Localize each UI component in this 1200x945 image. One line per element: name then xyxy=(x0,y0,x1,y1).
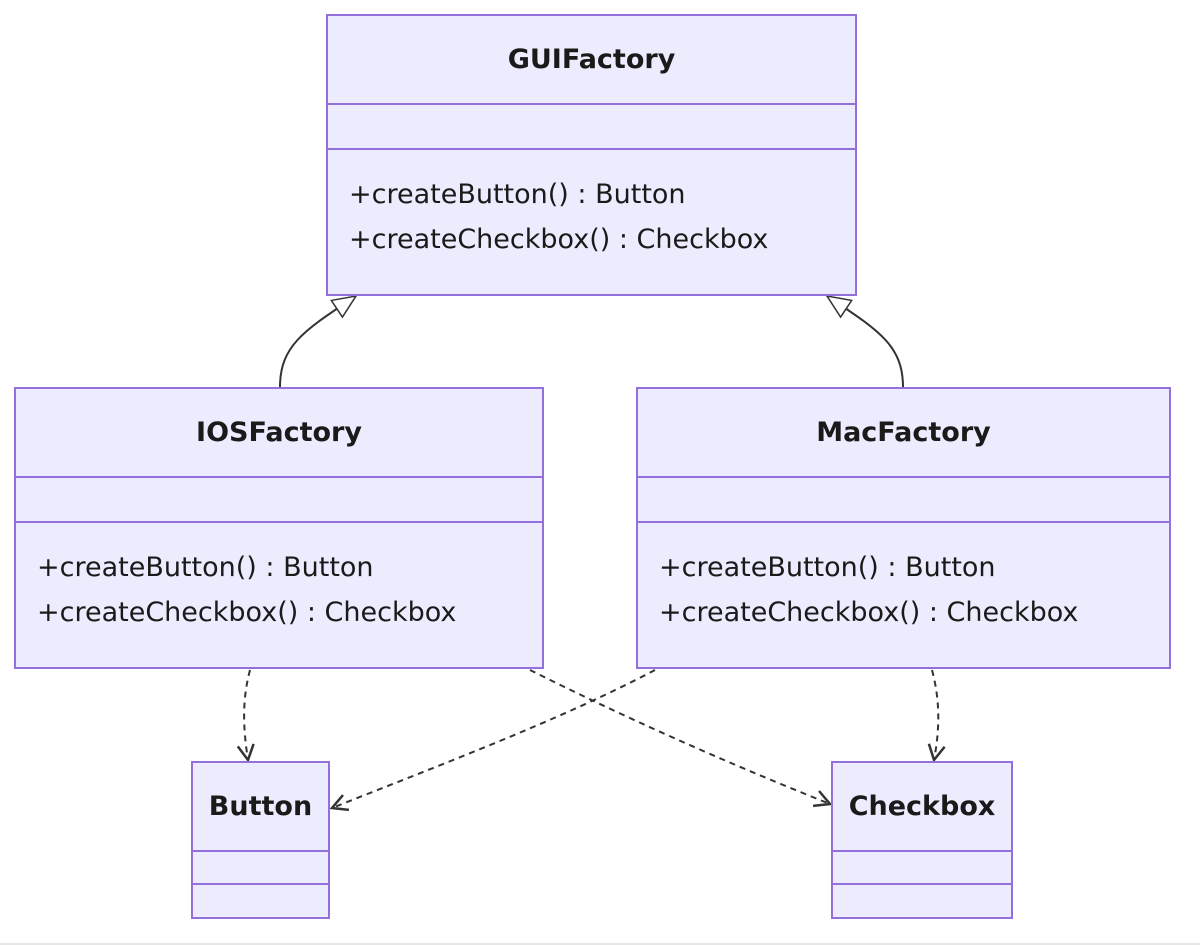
class-guifactory[interactable]: GUIFactory +createButton() : Button +cre… xyxy=(326,14,857,296)
class-name: Button xyxy=(193,763,328,852)
edge-iosfactory-depends-button xyxy=(236,669,255,763)
class-name: GUIFactory xyxy=(328,16,855,105)
class-name: Checkbox xyxy=(833,763,1011,852)
edge-macfactory-depends-checkbox xyxy=(927,669,946,763)
method: +createButton() : Button xyxy=(659,552,996,583)
class-attributes xyxy=(193,852,328,885)
class-attributes xyxy=(16,478,542,523)
class-methods: +createButton() : Button +createCheckbox… xyxy=(328,150,855,262)
class-name: IOSFactory xyxy=(16,389,542,478)
method: +createButton() : Button xyxy=(349,179,686,210)
class-iosfactory[interactable]: IOSFactory +createButton() : Button +cre… xyxy=(14,387,544,669)
bottom-divider xyxy=(0,943,1200,945)
class-methods xyxy=(193,885,328,917)
method: +createCheckbox() : Checkbox xyxy=(659,597,1079,628)
class-checkbox[interactable]: Checkbox xyxy=(831,761,1013,919)
class-methods xyxy=(833,885,1011,917)
class-button[interactable]: Button xyxy=(191,761,330,919)
edge-macfactory-depends-button xyxy=(329,669,656,812)
class-methods: +createButton() : Button +createCheckbox… xyxy=(16,523,542,635)
class-attributes xyxy=(833,852,1011,885)
class-methods: +createButton() : Button +createCheckbox… xyxy=(638,523,1169,635)
edge-iosfactory-inherits-guifactory xyxy=(279,296,356,388)
class-attributes xyxy=(328,105,855,150)
method: +createButton() : Button xyxy=(37,552,374,583)
method: +createCheckbox() : Checkbox xyxy=(349,224,769,255)
class-attributes xyxy=(638,478,1169,523)
edge-iosfactory-depends-checkbox xyxy=(529,669,833,808)
method: +createCheckbox() : Checkbox xyxy=(37,597,457,628)
class-macfactory[interactable]: MacFactory +createButton() : Button +cre… xyxy=(636,387,1171,669)
class-name: MacFactory xyxy=(638,389,1169,478)
edge-macfactory-inherits-guifactory xyxy=(827,296,904,388)
